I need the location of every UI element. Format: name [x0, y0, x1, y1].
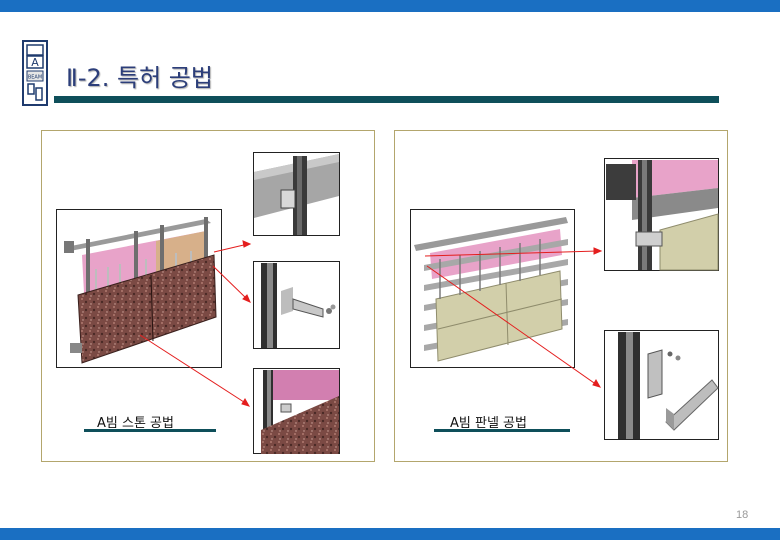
title-underline [54, 96, 719, 103]
a-beam-logo: A BEAM [22, 40, 48, 106]
svg-text:A: A [31, 56, 39, 69]
svg-text:BEAM: BEAM [28, 75, 42, 81]
panel-caption-underline [434, 429, 570, 432]
bottom-bar [0, 528, 780, 540]
stone-method-caption: A빔 스톤 공법 [97, 416, 174, 431]
page-title: Ⅱ-2. 특허 공법 [66, 64, 213, 92]
stone-detail-bracket-illustration [253, 261, 340, 349]
page-number: 18 [736, 509, 749, 521]
panel-detail-bracket-illustration [604, 330, 719, 440]
stone-detail-bottom-illustration [253, 368, 340, 454]
top-bar [0, 0, 780, 12]
panel-method-caption: A빔 판넬 공법 [450, 416, 527, 431]
stone-method-main-illustration [56, 209, 222, 368]
panel-detail-top-illustration [604, 158, 719, 271]
stone-detail-top-illustration [253, 152, 340, 236]
stone-caption-underline [84, 429, 216, 432]
